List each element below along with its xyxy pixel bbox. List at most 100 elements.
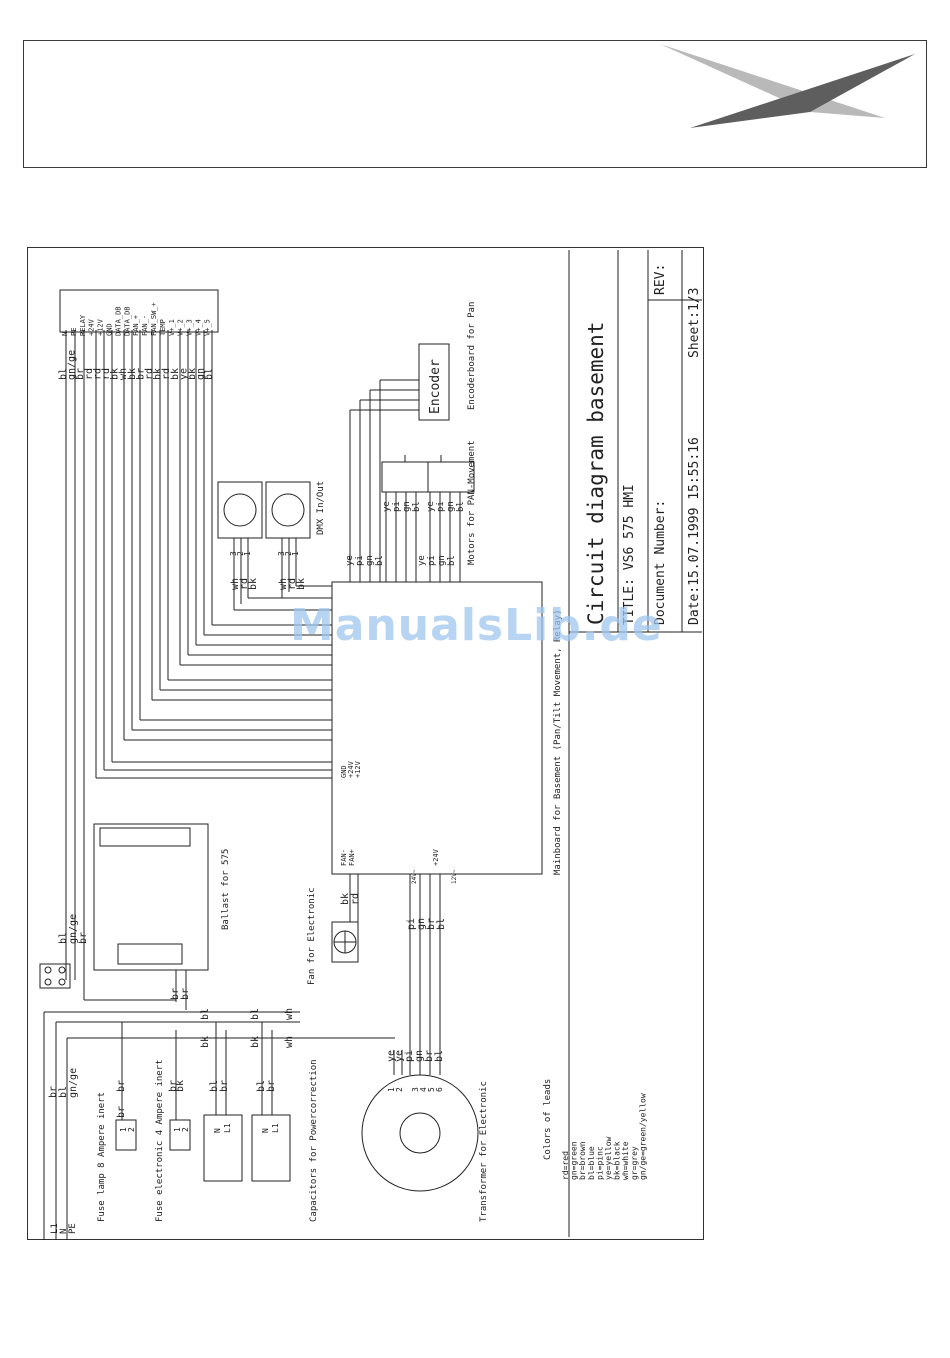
mains-n-label: N (59, 1229, 69, 1234)
terminal-wire-2: br (75, 368, 86, 380)
terminal-label-2: RELAY (79, 314, 87, 336)
transformer-label: Transformer for Electronic (479, 1081, 489, 1222)
document-number: Document Number: (653, 500, 668, 625)
terminal-label-6: DATA_DB (114, 306, 122, 336)
terminal-label-11: TEMP (159, 319, 167, 336)
cap1-l1-label: L1 (223, 1123, 232, 1133)
mainboard-pin-fan-minus: FAN- (340, 849, 348, 866)
dmx-wire-5: bk (296, 578, 307, 590)
dmx-pin-2: 1 (243, 551, 252, 556)
cap1-wire-bl: bl (209, 1080, 220, 1092)
legend-item-6: bk=black (613, 1141, 622, 1180)
mains-wire-bl: bl (58, 1086, 69, 1098)
dmx-pin-0: 3 (229, 551, 238, 556)
terminal-label-8: FAN_+ (132, 315, 140, 336)
motor-wire-7: bl (456, 501, 466, 512)
fuse1-wire-br: br (116, 1080, 127, 1092)
motor-wire-6: gn (446, 501, 456, 512)
sheet-field: Sheet:1/3 (687, 288, 702, 358)
legend-item-0: rd=red (561, 1151, 570, 1180)
dmx-pin-1: 2 (236, 551, 245, 556)
terminal-label-16: V+_5 (203, 319, 211, 336)
legend-title: Colors of leads (543, 1079, 553, 1160)
motor-wire-mb-4: ye (417, 555, 427, 566)
terminal-wire-0: bl (58, 368, 69, 380)
transformer-pin-0: 1 (387, 1087, 396, 1092)
dmx-pin-3: 3 (277, 551, 286, 556)
terminal-label-15: V+_4 (195, 319, 203, 336)
legend-item-4: pi=pinc (595, 1146, 604, 1180)
terminal-wire-13: bk (170, 368, 181, 380)
watermark: ManualsLib.de (290, 600, 663, 651)
fuse-lamp-label: Fuse lamp 8 Ampere inert (97, 1092, 107, 1222)
motor-wire-mb-2: gn (365, 555, 375, 566)
motor-wire-5: pi (436, 501, 446, 512)
wire-bl-a: bl (200, 1008, 211, 1020)
fuse2-wire-br: br (168, 1080, 179, 1092)
fan-wire-bk: bk (340, 893, 351, 905)
terminal-wire-14: ye (178, 368, 189, 380)
terminal-label-9: FAN_- (141, 315, 149, 336)
mainboard-pin-fan-plus: FAN+ (348, 849, 356, 866)
terminal-wire-15: bk (187, 368, 198, 380)
terminal-wire-17: bl (204, 368, 215, 380)
terminal-wire-7: wh (118, 368, 129, 380)
motor-wire-mb-5: pi (427, 555, 437, 566)
terminal-wire-9: br (135, 368, 146, 380)
terminal-label-14: V+_3 (186, 319, 194, 336)
terminal-label-4: +12V (97, 318, 105, 336)
cap2-wire-bl: bl (256, 1080, 267, 1092)
mains-pe-label: PE (68, 1223, 78, 1234)
mainboard-pin-24v-in: +24V (432, 848, 440, 866)
date-field: Date:15.07.1999 15:55:16 (687, 437, 702, 625)
encoder-label: Encoder (428, 359, 443, 414)
transformer-wire-1: ye (394, 1050, 405, 1062)
capacitors-label: Capacitors for Powercorrection (309, 1059, 319, 1222)
ballast-wire-bl: bl (58, 932, 69, 944)
dmx-wire-1: rd (239, 578, 250, 590)
mainboard-label: Mainboard for Basement (Pan/Tilt Movemen… (553, 609, 563, 875)
legend-item-7: wh=white (621, 1141, 630, 1180)
dmx-wire-2: bk (248, 578, 259, 590)
legend-item-8: gr=grey (630, 1146, 639, 1180)
motor-wire-mb-3: bl (375, 555, 385, 566)
wire-bk-a: bk (200, 1036, 211, 1048)
fuse1-pin1: 1 (119, 1127, 128, 1132)
terminal-wire-6: bk (110, 368, 121, 380)
transformer-wire-top-1: gn (416, 918, 427, 930)
motor-wire-1: pi (392, 501, 402, 512)
terminal-wire-3: rd (84, 368, 95, 380)
cap1-n-label: N (213, 1128, 222, 1133)
terminal-label-3: +24V (88, 318, 96, 336)
terminal-wire-10: rd (144, 368, 155, 380)
terminal-label-13: V+_2 (177, 319, 185, 336)
terminal-wire-5: rd (101, 368, 112, 380)
cap1-wire-br: br (219, 1080, 230, 1092)
motor-wire-0: ye (382, 501, 392, 512)
terminal-wire-8: bk (127, 368, 138, 380)
ballast-wire-br: br (170, 988, 181, 1000)
transformer-pin-5: 6 (435, 1087, 444, 1092)
fuse1-wire-br-2: br (116, 1106, 127, 1118)
motor-wire-3: bl (412, 501, 422, 512)
fuse1-pin2: 2 (127, 1127, 136, 1132)
fuse2-pin2: 2 (181, 1127, 190, 1132)
terminal-label-1: PE (70, 328, 78, 336)
legend-item-1: gn=green (570, 1141, 579, 1180)
transformer-wire-2: pi (404, 1050, 415, 1062)
motor-wire-2: gn (402, 501, 412, 512)
terminal-label-12: V+_1 (168, 319, 176, 336)
legend-item-2: br=brown (578, 1141, 587, 1180)
dmx-wire-0: wh (230, 578, 241, 590)
dmx-pin-4: 2 (284, 551, 293, 556)
transformer-pin-1: 2 (395, 1087, 404, 1092)
manufacturer-logo-icon (660, 44, 915, 128)
terminal-wire-11: bk (153, 368, 164, 380)
ballast-wire-br-3: br (78, 932, 89, 944)
transformer-pin-4: 5 (427, 1087, 436, 1092)
